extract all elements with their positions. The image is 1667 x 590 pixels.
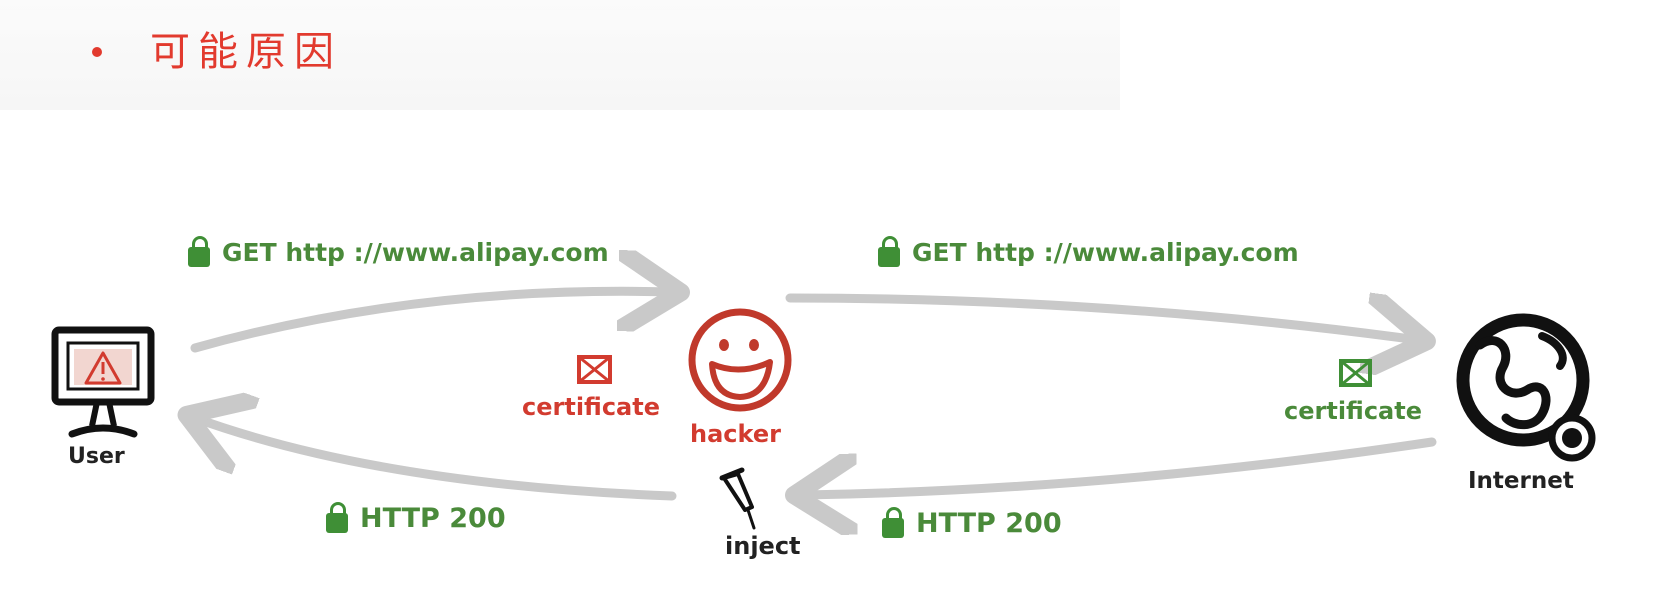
request-arrow-hacker-to-internet (785, 298, 1418, 340)
computer-icon (51, 326, 155, 438)
pushpin-icon (719, 467, 756, 530)
internet-certificate-label: certificate (1284, 397, 1422, 425)
header-band (0, 0, 1120, 110)
warning-icon (84, 351, 122, 385)
response-label-hacker-to-user: HTTP 200 (326, 502, 506, 534)
request-label-user-to-hacker: GET http ://www.alipay.com (188, 236, 609, 267)
request-label-hacker-to-internet: GET http ://www.alipay.com (878, 236, 1299, 267)
envelope-icon-hacker (577, 355, 612, 384)
response-text-internet-to-hacker: HTTP 200 (916, 508, 1062, 539)
request-text-user-to-hacker: GET http ://www.alipay.com (222, 238, 609, 267)
smiley-face-icon (688, 308, 792, 412)
hacker-label: hacker (690, 420, 781, 448)
hacker-certificate-label: certificate (522, 393, 660, 421)
response-arrow-inject-to-user (195, 418, 677, 501)
response-text-hacker-to-user: HTTP 200 (360, 503, 506, 534)
response-label-internet-to-hacker: HTTP 200 (882, 507, 1062, 539)
bullet-item: 可能原因 (92, 24, 342, 80)
internet-label: Internet (1468, 468, 1574, 494)
envelope-icon-internet (1339, 359, 1372, 387)
lock-icon (878, 236, 900, 267)
bullet-dot (92, 47, 102, 57)
lock-icon (188, 236, 210, 267)
bullet-text: 可能原因 (150, 29, 342, 75)
lock-icon (882, 507, 904, 538)
request-text-hacker-to-internet: GET http ://www.alipay.com (912, 238, 1299, 267)
globe-icon (1456, 313, 1596, 462)
lock-icon (326, 502, 348, 533)
response-arrow-internet-to-inject (803, 437, 1437, 495)
user-label: User (68, 444, 125, 469)
request-arrow-user-to-hacker (190, 291, 672, 353)
inject-label: inject (725, 532, 801, 560)
